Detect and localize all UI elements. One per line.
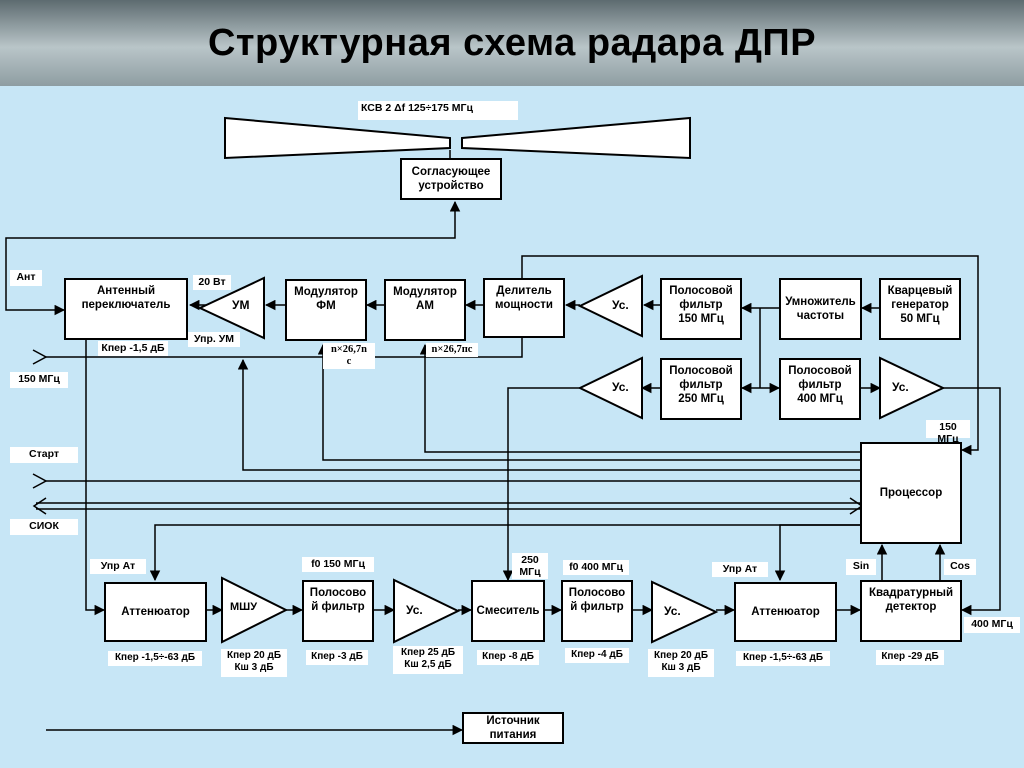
- f250-label: 250 МГц: [512, 553, 548, 579]
- antenna-switch-block: Антенный переключатель: [64, 278, 188, 340]
- k-att2-label: Кпер -1,5÷-63 дБ: [736, 651, 830, 666]
- bpf-150-block: Полосовой фильтр 150 МГц: [660, 278, 742, 340]
- siok-label: СИОК: [10, 519, 78, 535]
- k-us1-label: Кпер 25 дБ Кш 2,5 дБ: [393, 646, 463, 674]
- f150-label: 150 МГц: [10, 372, 68, 388]
- frequency-multiplier-block: Умножитель частоты: [779, 278, 862, 340]
- k-lna-label: Кпер 20 дБ Кш 3 дБ: [221, 649, 287, 677]
- power-divider-block: Делитель мощности: [483, 278, 565, 338]
- matching-device-block: Согласующее устройство: [400, 158, 502, 200]
- us-400-amplifier-label: Ус.: [888, 380, 913, 394]
- f400-label: 400 МГц: [964, 617, 1020, 633]
- bpf-400-block: Полосовой фильтр 400 МГц: [779, 358, 861, 420]
- antenna-left-arm: [224, 116, 451, 160]
- nx-fm-label: n×26,7n с: [323, 343, 375, 369]
- k-ant-label: Кпер -1,5 дБ: [98, 341, 168, 356]
- upr-um-label: Упр. УМ: [188, 332, 240, 347]
- k-att1-label: Кпер -1,5÷-63 дБ: [108, 651, 202, 666]
- start-label: Старт: [10, 447, 78, 463]
- upr-at2-label: Упр Ат: [712, 562, 768, 577]
- fm-modulator-block: Модулятор ФМ: [285, 279, 367, 341]
- nx-am-label: n×26,7пс: [426, 343, 478, 357]
- am-modulator-block: Модулятор АМ: [384, 279, 466, 341]
- cos-label: Cos: [944, 559, 976, 575]
- k-us2-label: Кпер 20 дБ Кш 3 дБ: [648, 649, 714, 677]
- bpf-rx2-block: Полосово й фильтр: [561, 580, 633, 642]
- attenuator-1-block: Аттенюатор: [104, 582, 207, 642]
- page-title: Структурная схема радара ДПР: [207, 22, 817, 64]
- lna-amplifier-label: МШУ: [226, 601, 262, 613]
- f0-150-label: f0 150 МГц: [302, 557, 374, 572]
- quadrature-detector-block: Квадратурный детектор: [860, 580, 962, 642]
- us-rx1-amplifier-label: Ус.: [402, 603, 427, 617]
- mixer-block: Смеситель: [471, 580, 545, 642]
- sin-label: Sin: [846, 559, 876, 575]
- us-rx2-amplifier-label: Ус.: [660, 604, 685, 618]
- upr-at1-label: Упр Ат: [90, 559, 146, 574]
- k-bpf1-label: Кпер -3 дБ: [306, 650, 368, 665]
- k-bpf2-label: Кпер -4 дБ: [565, 648, 629, 663]
- f0-400-label: f0 400 МГц: [563, 560, 629, 575]
- p150-label: 150 МГц: [926, 420, 970, 445]
- us-top-amplifier-label: Ус.: [608, 298, 633, 312]
- antenna-right-arm: [461, 116, 691, 160]
- w20-label: 20 Вт: [193, 275, 231, 290]
- processor-block: Процессор: [860, 442, 962, 544]
- um-amplifier-label: УМ: [228, 298, 254, 312]
- quartz-generator-block: Кварцевый генератор 50 МГц: [879, 278, 961, 340]
- header-bar: [0, 0, 1024, 86]
- power-supply-block: Источник питания: [462, 712, 564, 744]
- ant-label: Ант: [10, 270, 42, 286]
- k-mix-label: Кпер -8 дБ: [477, 650, 539, 665]
- k-quad-label: Кпер -29 дБ: [876, 650, 944, 665]
- bpf-250-block: Полосовой фильтр 250 МГц: [660, 358, 742, 420]
- attenuator-2-block: Аттенюатор: [734, 582, 837, 642]
- ksv-label: КСВ 2 Δf 125÷175 МГц: [358, 101, 518, 120]
- us-mid-amplifier-label: Ус.: [608, 380, 633, 394]
- bpf-rx1-block: Полосово й фильтр: [302, 580, 374, 642]
